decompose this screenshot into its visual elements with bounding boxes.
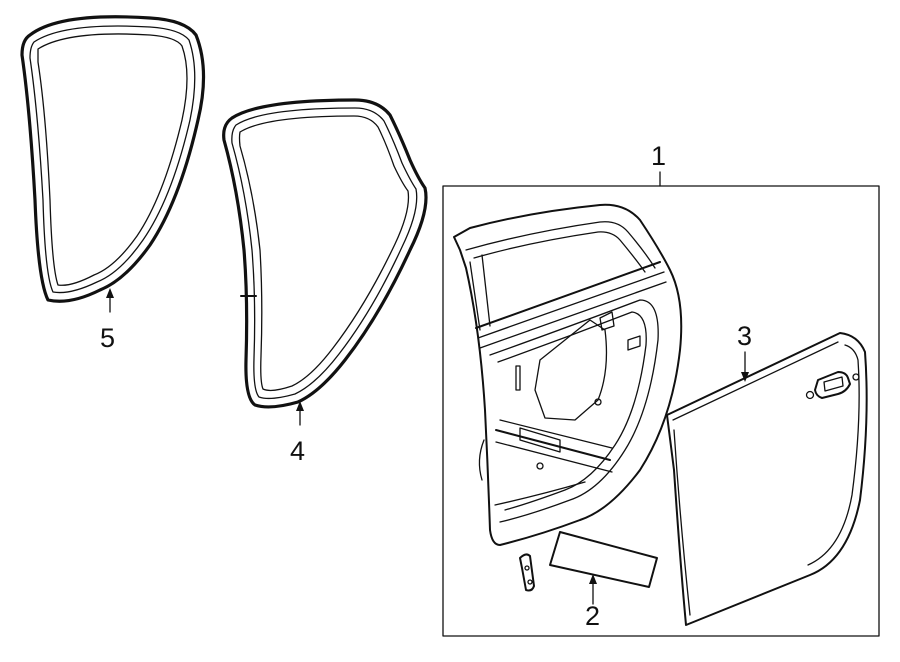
callout-label-2: 2	[585, 601, 600, 631]
callout-label-1: 1	[651, 141, 666, 171]
parts-group-box	[442, 185, 880, 637]
outer-panel-part-3	[666, 332, 868, 626]
weatherstrip-part-5	[20, 15, 206, 303]
callout-label-5: 5	[100, 323, 115, 353]
callout-3: 3	[737, 321, 752, 382]
callout-2: 2	[585, 574, 600, 631]
insulator-pad-part-2	[549, 531, 658, 588]
callout-1: 1	[651, 141, 666, 187]
door-shell-part-1	[453, 203, 683, 546]
weatherstrip-part-4	[222, 98, 428, 409]
callout-label-4: 4	[290, 436, 305, 466]
door-bracket	[519, 553, 535, 592]
callout-5: 5	[100, 288, 115, 353]
callout-label-3: 3	[737, 321, 752, 351]
callout-4: 4	[290, 401, 305, 466]
